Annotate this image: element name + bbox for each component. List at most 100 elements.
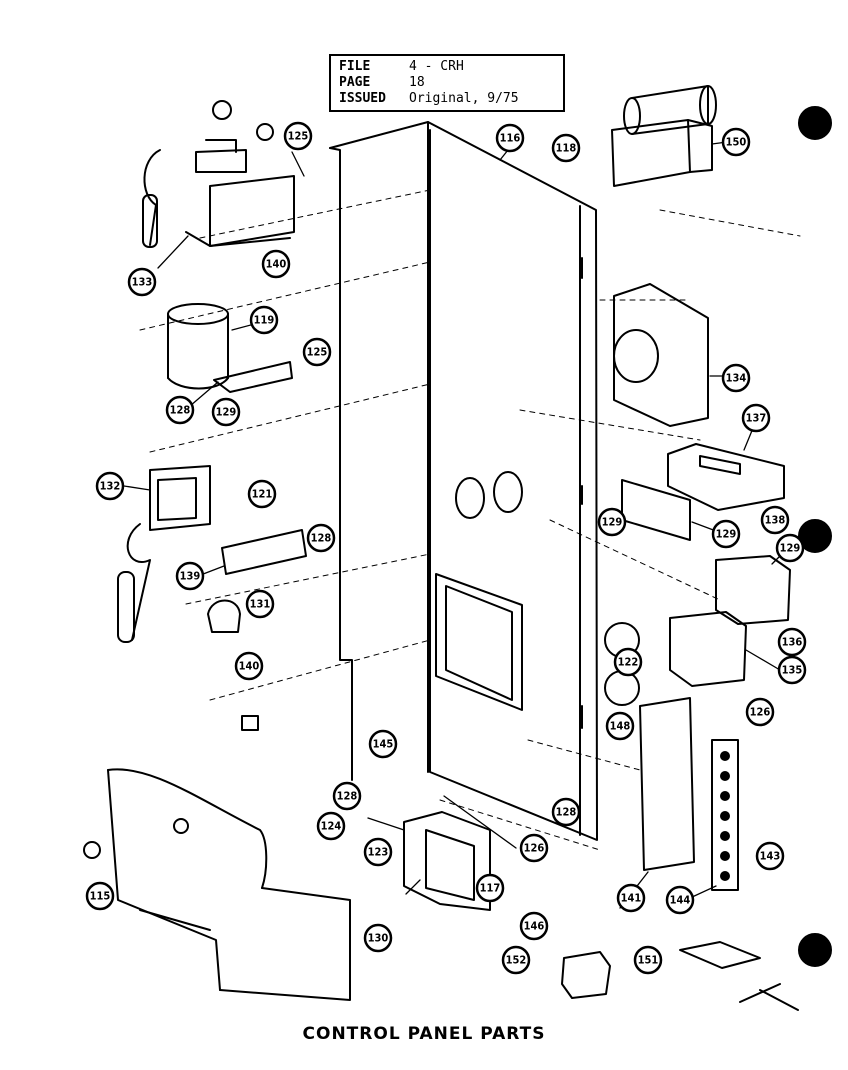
callout-circle [234,651,264,681]
diagram-caption: CONTROL PANEL PARTS [302,1024,546,1044]
callout-151: 151 [633,945,663,975]
callout-circle [363,923,393,953]
callout-129: 129 [775,533,805,563]
callout-126: 126 [745,697,775,727]
callout-circle [85,881,115,911]
callout-135: 135 [777,655,807,685]
callout-number: 129 [716,528,737,541]
callout-115: 115 [85,881,115,911]
callout-125: 125 [302,337,332,367]
callout-number: 129 [780,542,801,555]
side-bracket [639,697,695,871]
callout-number: 145 [373,738,394,751]
clamp [207,599,241,633]
callout-layer: 116 118 125 133 140 119 125 128 129 132 121 128 139 1… [85,121,807,975]
callout-126: 126 [519,833,549,863]
issued-row: ISSUED Original, 9/75 [339,91,555,107]
callout-137: 137 [741,403,771,433]
callout-circle [175,561,205,591]
callout-number: 139 [180,570,201,583]
callout-number: 118 [556,142,577,155]
callout-129: 129 [211,397,241,427]
page-row: PAGE 18 [339,75,555,91]
knob [83,841,101,859]
timer [613,283,709,427]
callout-number: 137 [746,412,767,425]
callout-128: 128 [332,781,362,811]
callout-circle [245,589,275,619]
clip [241,715,259,731]
callout-number: 138 [765,514,786,527]
callout-number: 144 [670,894,691,907]
thermostat-assembly [142,100,295,248]
motor-unit [611,85,717,187]
callout-circle [501,945,531,975]
callout-number: 148 [610,720,631,733]
callout-circle [475,873,505,903]
callout-121: 121 [247,479,277,509]
callout-number: 121 [252,488,273,501]
callout-number: 126 [750,706,771,719]
callout-number: 115 [90,890,111,903]
callout-number: 128 [311,532,332,545]
callout-number: 150 [726,136,747,149]
callout-circle [616,883,646,913]
callout-circle [745,697,775,727]
switch-assembly [679,941,799,1011]
callout-134: 134 [721,363,751,393]
callout-number: 136 [782,636,803,649]
file-value: 4 - CRH [409,59,464,74]
page-label: PAGE [339,75,371,90]
callout-circle [495,123,525,153]
callout-122: 122 [613,647,643,677]
callout-125: 125 [283,121,313,151]
callout-circle [633,945,663,975]
callout-number: 129 [602,516,623,529]
callout-131: 131 [245,589,275,619]
title-block: FILE 4 - CRH PAGE 18 ISSUED Original, 9/… [329,54,565,112]
callout-143: 143 [755,841,785,871]
callout-circle [613,647,643,677]
callout-circle [302,337,332,367]
callout-number: 126 [524,842,545,855]
callout-number: 125 [288,130,309,143]
callout-128: 128 [551,797,581,827]
callout-circle [551,797,581,827]
callout-number: 132 [100,480,121,493]
transformer [667,443,785,511]
terminal-board [621,479,691,541]
issued-label: ISSUED [339,91,386,106]
callout-circle [711,519,741,549]
callout-circle [316,811,346,841]
callout-133: 133 [127,267,157,297]
relay-right-lower [669,611,747,687]
mounting-bracket [221,529,307,575]
callout-117: 117 [475,873,505,903]
callout-number: 119 [254,314,275,327]
callout-circle [741,403,771,433]
callout-circle [261,249,291,279]
callout-circle [775,533,805,563]
terminal-strip [711,739,739,891]
callout-129: 129 [711,519,741,549]
callout-129: 129 [597,507,627,537]
callout-circle [721,127,751,157]
contactor [403,811,491,911]
callout-number: 130 [368,932,389,945]
leader-lines [123,139,785,909]
callout-number: 140 [266,258,287,271]
callout-number: 128 [556,806,577,819]
callout-circle [665,885,695,915]
callout-number: 135 [782,664,803,677]
registration-dot-top [798,106,832,140]
callout-116: 116 [495,123,525,153]
callout-144: 144 [665,885,695,915]
callout-circle [249,305,279,335]
ring-lower [604,670,640,706]
callout-circle [760,505,790,535]
callout-circle [306,523,336,553]
callout-number: 133 [132,276,153,289]
callout-124: 124 [316,811,346,841]
callout-number: 123 [368,846,389,859]
